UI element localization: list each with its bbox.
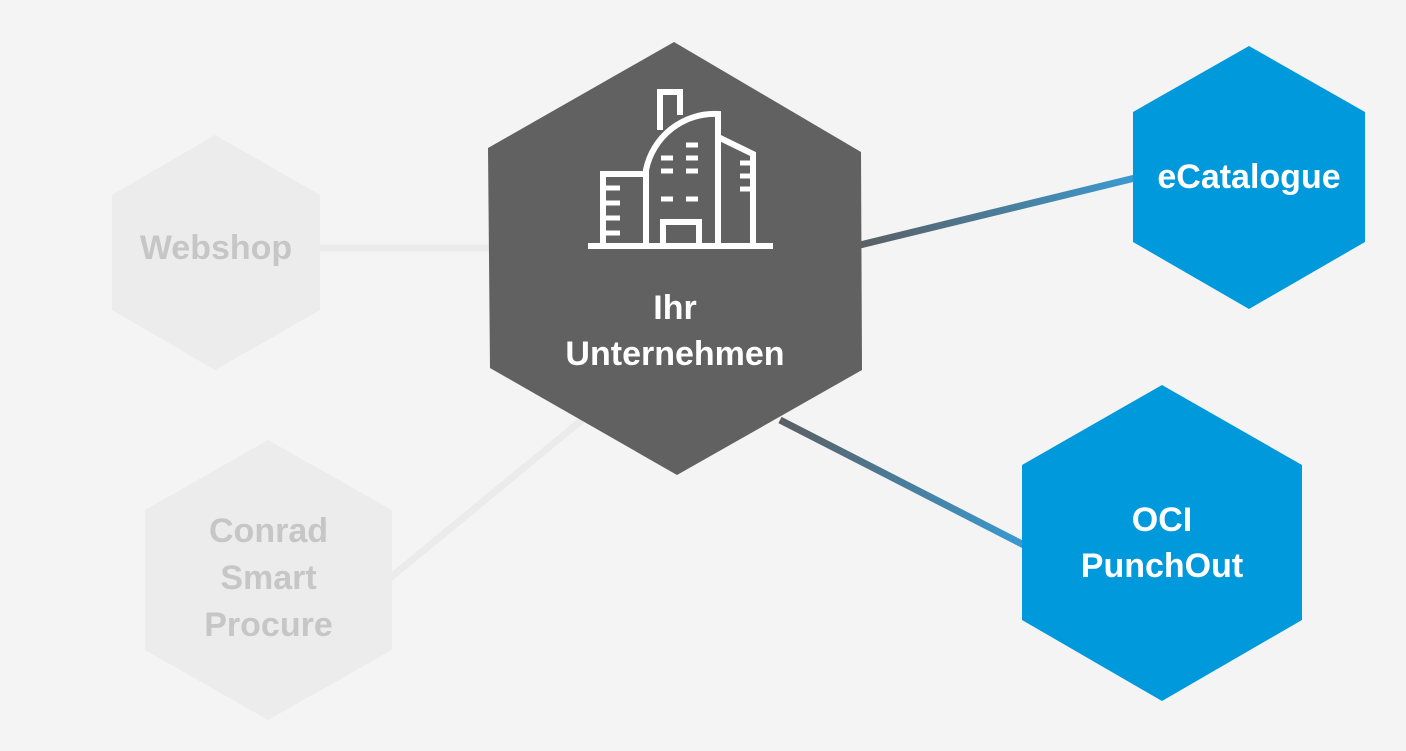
- ecatalogue-label: eCatalogue: [1157, 158, 1341, 196]
- conrad-label: Conrad Smart Procure: [145, 508, 392, 649]
- oci-label: OCI PunchOut: [1022, 497, 1302, 589]
- center-label-line1: Ihr: [653, 289, 697, 327]
- webshop-label: Webshop: [139, 229, 293, 267]
- conrad-label-line2: Smart: [220, 559, 317, 597]
- conrad-label-line1: Conrad: [209, 512, 328, 550]
- conrad-label-line3: Procure: [204, 606, 333, 644]
- center-label: Ihr Unternehmen: [520, 285, 830, 377]
- connector-conrad: [387, 417, 585, 581]
- center-label-line2: Unternehmen: [565, 335, 785, 373]
- hex-center[interactable]: [488, 42, 862, 475]
- hex-conrad[interactable]: [145, 440, 392, 720]
- oci-label-line1: OCI: [1131, 501, 1193, 539]
- hex-ecatalogue[interactable]: [1133, 46, 1365, 309]
- connector-ecatalogue: [859, 174, 1136, 249]
- hex-webshop[interactable]: [112, 135, 320, 370]
- hex-oci[interactable]: [1022, 385, 1302, 701]
- building-icon: [588, 89, 773, 249]
- oci-label-line2: PunchOut: [1080, 547, 1244, 585]
- connector-oci: [778, 416, 1026, 549]
